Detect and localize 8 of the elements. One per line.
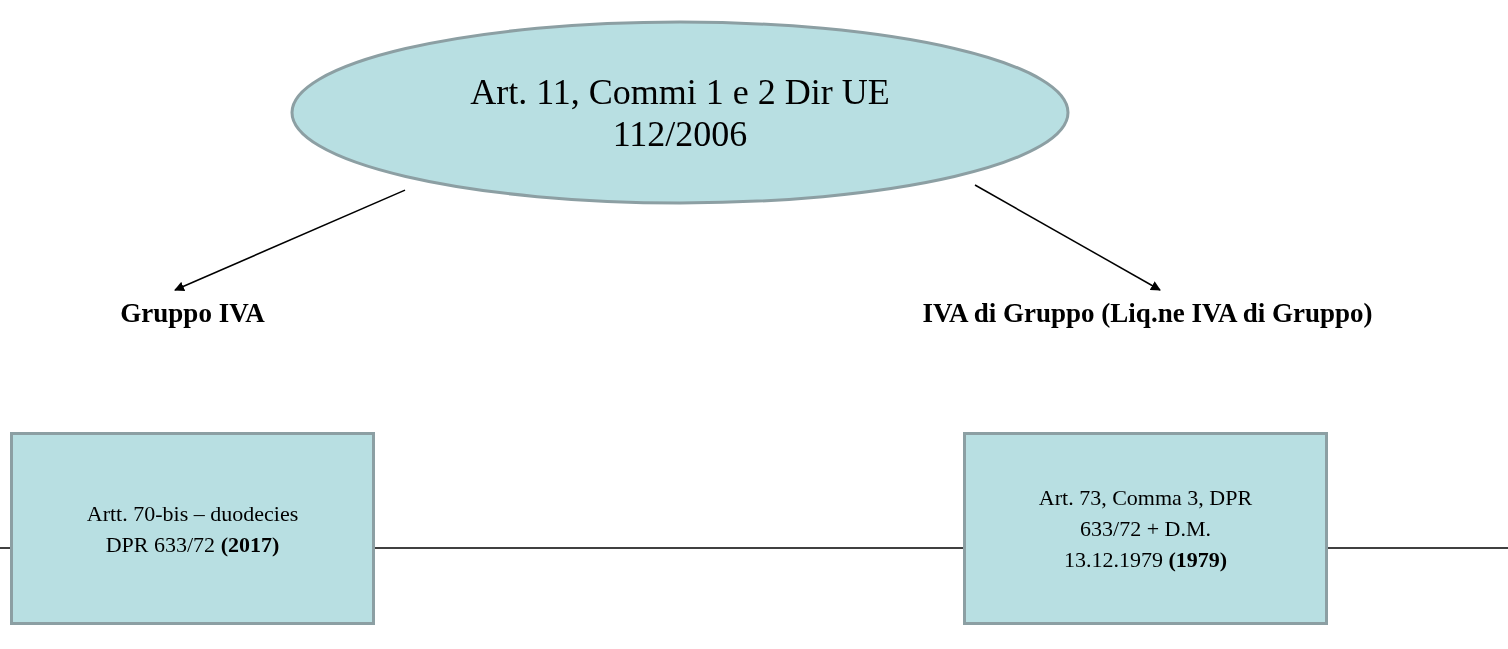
- box-text: Art. 73, Comma 3, DPR 633/72 + D.M. 13.12.1979 (1979): [1037, 484, 1254, 574]
- node-text: Art. 11, Commi 1 e 2 Dir UE 112/2006: [469, 70, 891, 155]
- arrow: [974, 184, 1161, 291]
- group-heading: IVA di Gruppo (Liq.ne IVA di Gruppo): [921, 298, 1374, 329]
- arrow: [174, 189, 406, 291]
- group-heading: Gruppo IVA: [119, 298, 266, 329]
- box-text: Artt. 70-bis – duodecies DPR 633/72 (2017): [85, 499, 300, 559]
- ellipse-node: [290, 20, 1070, 205]
